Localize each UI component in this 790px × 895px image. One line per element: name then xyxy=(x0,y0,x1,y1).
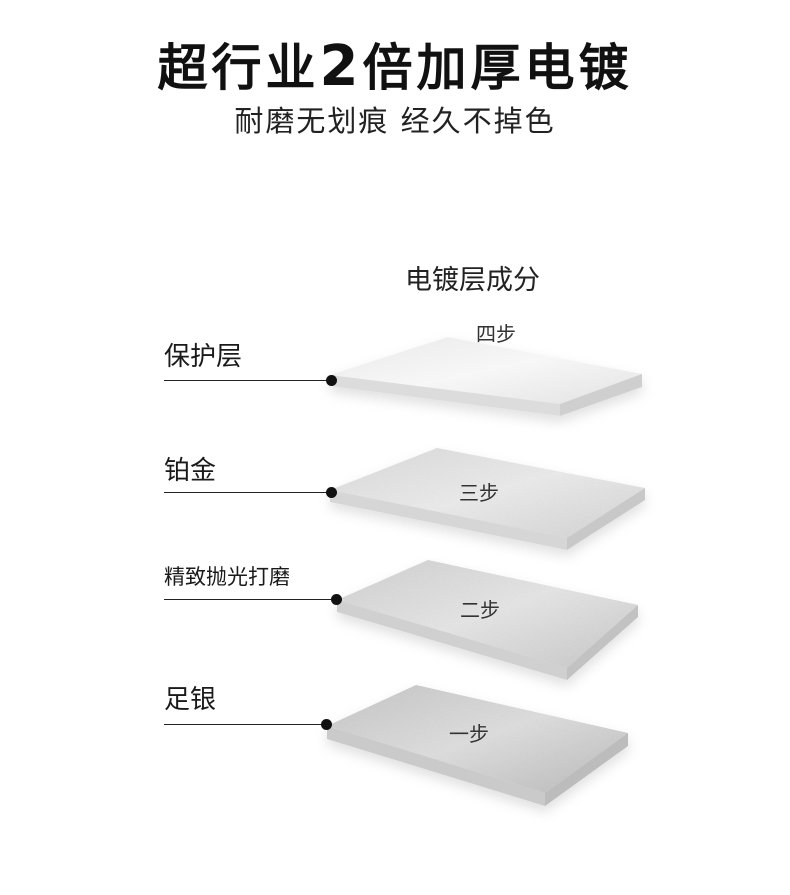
layer-label-protective: 保护层 xyxy=(164,342,243,372)
page-title: 超行业2倍加厚电镀 xyxy=(0,28,790,100)
layer-label-platinum: 铂金 xyxy=(164,456,217,486)
page-subtitle: 耐磨无划痕 经久不掉色 xyxy=(234,104,556,138)
leader-dot-silver xyxy=(321,719,332,730)
title-number: 2 xyxy=(319,34,363,99)
leader-line-protective xyxy=(164,380,332,381)
layer-label-polishing: 精致抛光打磨 xyxy=(164,565,290,589)
leader-dot-protective xyxy=(326,375,337,386)
title-suffix: 倍加厚电镀 xyxy=(362,39,633,97)
step-label-1: 一步 xyxy=(449,722,489,746)
slab-silver xyxy=(327,685,628,806)
slab-platinum xyxy=(330,448,645,550)
leader-line-silver xyxy=(164,724,326,725)
step-label-2: 二步 xyxy=(460,598,500,622)
title-prefix: 超行业 xyxy=(157,39,320,97)
leader-dot-polishing xyxy=(331,594,342,605)
leader-line-platinum xyxy=(164,492,332,493)
diagram-heading: 电镀层成分 xyxy=(405,265,540,296)
step-label-3: 三步 xyxy=(459,481,499,505)
layer-label-silver: 足银 xyxy=(164,685,217,715)
step-label-4: 四步 xyxy=(476,322,516,346)
slab-protective-layer xyxy=(330,337,642,416)
slab-polishing xyxy=(337,560,638,680)
leader-dot-platinum xyxy=(326,487,337,498)
leader-line-polishing xyxy=(164,599,336,600)
